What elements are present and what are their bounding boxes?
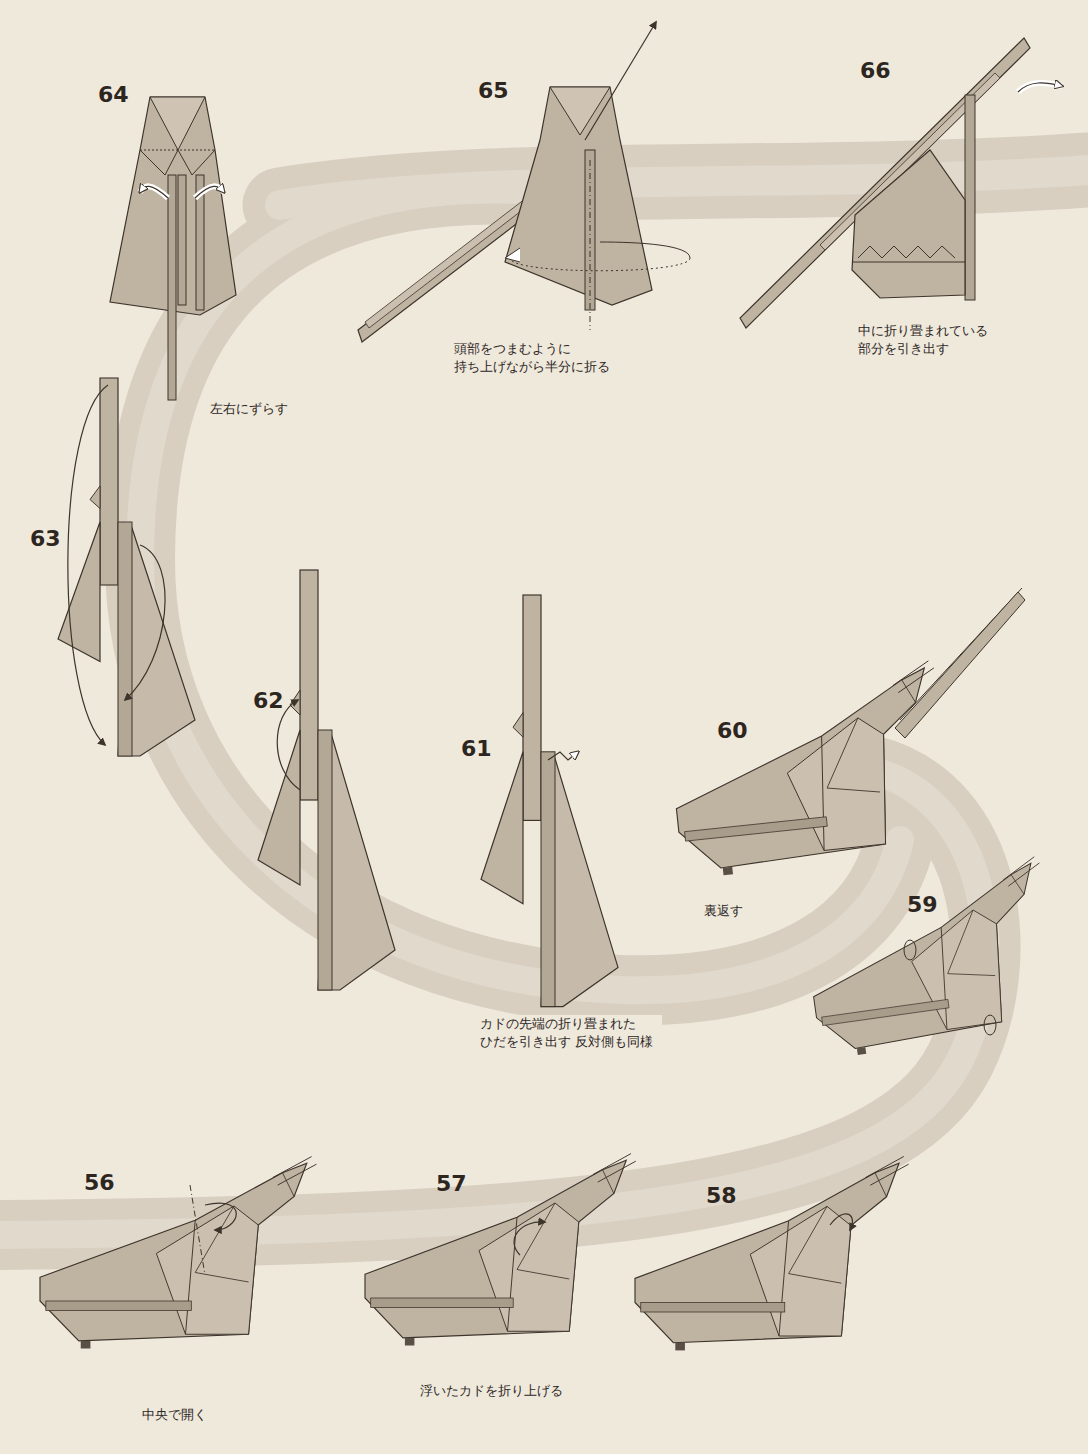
step-56-figure [40,1157,316,1349]
step-number: 60 [717,720,748,742]
step-63-figure [58,378,195,756]
step-number: 57 [436,1173,467,1195]
step-number: 66 [860,60,891,82]
instruction-note: カドの先端の折り畳まれた ひだを引き出す 反対側も同様 [478,1015,662,1051]
step-number-box: 56 [84,1172,115,1194]
step-number: 59 [907,894,938,916]
step-number: 64 [98,84,129,106]
instruction-note: 左右にずらす [208,400,290,418]
instruction-note: 裏返す [702,902,745,920]
step-66-figure [740,38,1062,328]
step-number: 62 [253,690,284,712]
step-58-figure [635,1156,909,1350]
step-number: 61 [461,738,492,760]
step-number-box: 64 [98,84,129,106]
instruction-note-box: 中央で開く [140,1404,209,1424]
step-number-box: 66 [860,60,891,82]
instruction-note-box: 中に折り畳まれている 部分を引き出す [856,322,1020,358]
step-60-figure [664,588,1025,880]
step-number: 58 [706,1185,737,1207]
instruction-note-box: 浮いたカドを折り上げる [418,1380,565,1400]
step-number: 65 [478,80,509,102]
step-number: 63 [30,528,61,550]
instruction-note: 浮いたカドを折り上げる [418,1382,565,1400]
step-57-figure [365,1154,636,1346]
step-number: 56 [84,1172,115,1194]
step-61-figure [481,595,618,1007]
step-number-box: 65 [478,80,509,102]
instruction-note-box: 左右にずらす [208,398,290,418]
instruction-note: 中央で開く [140,1406,209,1424]
step-65-figure [358,22,690,342]
instruction-note-box: 頭部をつまむように 持ち上げながら半分に折る [452,340,646,376]
step-number-box: 62 [253,690,284,712]
step-number-box: 57 [436,1173,467,1195]
step-number-box: 59 [907,894,938,916]
instruction-note-box: 裏返す [702,900,745,920]
instruction-note: 頭部をつまむように 持ち上げながら半分に折る [452,340,646,376]
step-62-figure [258,570,395,990]
step-number-box: 60 [717,720,748,742]
step-number-box: 63 [30,528,61,550]
step-number-box: 58 [706,1185,737,1207]
step-59-figure [799,856,1063,1060]
step-number-box: 61 [461,738,492,760]
instruction-note-box: カドの先端の折り畳まれた ひだを引き出す 反対側も同様 [478,1015,662,1051]
instruction-note: 中に折り畳まれている 部分を引き出す [856,322,1020,358]
background-swirl [0,170,1088,1235]
step-64-figure [110,97,236,400]
